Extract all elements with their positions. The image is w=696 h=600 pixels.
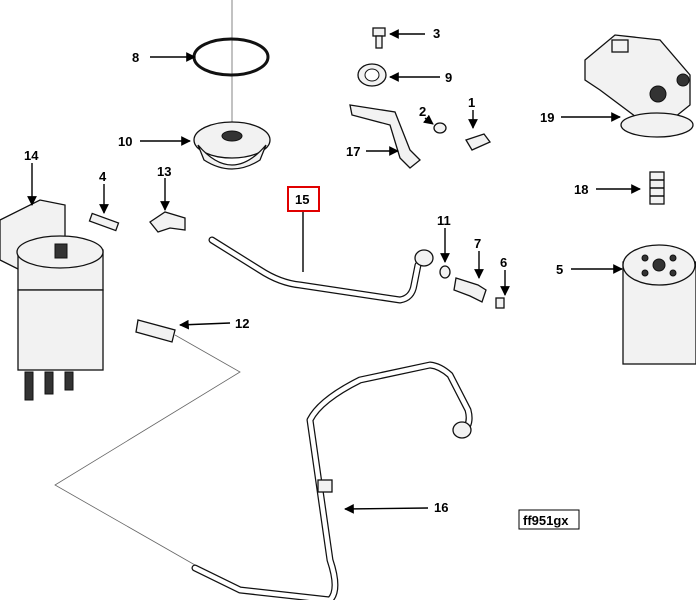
callout-18[interactable]: 18: [574, 182, 588, 197]
routing-lines: [54, 0, 241, 566]
banjo-bolt-part[interactable]: [453, 277, 487, 303]
elbow-fitting-part[interactable]: [149, 211, 186, 233]
callout-14[interactable]: 14: [24, 148, 39, 163]
fuel-water-separator-part[interactable]: [0, 199, 104, 401]
callout-labels: 8 3 9 2 1 10 17 19 14 4 13 15 18 11 7 6 …: [24, 26, 588, 515]
filter-head-cap-part[interactable]: [193, 121, 271, 170]
filter-head-part[interactable]: [584, 34, 694, 138]
callout-6[interactable]: 6: [500, 255, 507, 270]
drawing-code: ff951gx: [523, 513, 569, 528]
sealing-washer-part[interactable]: [439, 265, 451, 279]
callout-11[interactable]: 11: [437, 213, 451, 228]
callout-5[interactable]: 5: [556, 262, 563, 277]
threaded-nipple-part[interactable]: [649, 171, 665, 205]
callout-3[interactable]: 3: [433, 26, 440, 41]
fuel-line-15-part[interactable]: [208, 236, 434, 304]
bracket-assembly-part[interactable]: [349, 27, 492, 169]
callout-2[interactable]: 2: [419, 104, 426, 119]
straight-fitting-part[interactable]: [135, 319, 176, 343]
callout-8[interactable]: 8: [132, 50, 139, 65]
callout-19[interactable]: 19: [540, 110, 554, 125]
callout-4[interactable]: 4: [99, 169, 107, 184]
o-ring-part[interactable]: [192, 37, 270, 77]
callout-1[interactable]: 1: [468, 95, 475, 110]
drawing-code-box: [518, 509, 580, 530]
callout-leaders: [27, 29, 641, 514]
fuel-filter-part[interactable]: [622, 244, 696, 365]
screw-part[interactable]: [495, 297, 505, 309]
callout-12[interactable]: 12: [235, 316, 249, 331]
callout-16[interactable]: 16: [434, 500, 448, 515]
callout-13[interactable]: 13: [157, 164, 171, 179]
connector-bolt-part[interactable]: [88, 212, 120, 232]
callout-7[interactable]: 7: [474, 236, 481, 251]
callout-17[interactable]: 17: [346, 144, 360, 159]
callout-10[interactable]: 10: [118, 134, 132, 149]
callout-15[interactable]: 15: [295, 192, 309, 207]
fuel-line-16-part[interactable]: [191, 361, 473, 600]
callout-9[interactable]: 9: [445, 70, 452, 85]
highlight-box-15: [287, 186, 320, 212]
